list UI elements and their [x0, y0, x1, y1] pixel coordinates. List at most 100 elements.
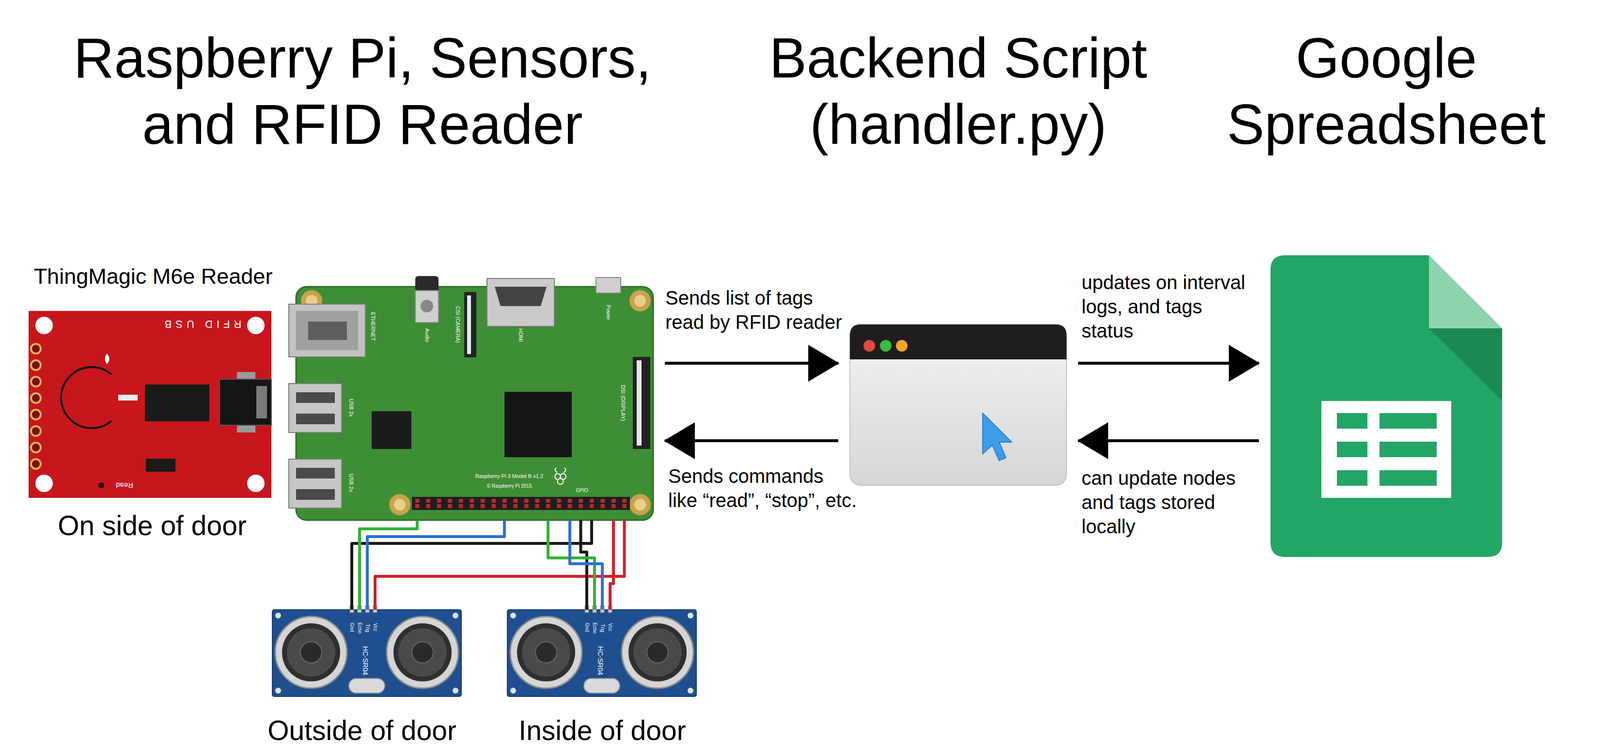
- text-holder: Google Spreadsheet: [1192, 25, 1581, 158]
- usb-port: [288, 383, 342, 433]
- spreadsheet-icon-art: [1270, 255, 1503, 558]
- location-caption: On side of door: [57, 509, 247, 543]
- ground-wire: [351, 520, 592, 611]
- audio-jack: [415, 276, 439, 323]
- rfid-reader-art: [236, 425, 256, 433]
- text-holder: On side of door: [57, 509, 247, 543]
- spreadsheet-icon-art: [1379, 470, 1437, 487]
- hdmi-port: [494, 286, 547, 307]
- rfid-reader-art: [118, 394, 138, 401]
- spreadsheet-icon: Google Spreadsheet: [1270, 255, 1503, 558]
- text-holder: Gnd: [348, 623, 355, 633]
- edge-label: updates on interval logs, and tags statu…: [1081, 270, 1249, 344]
- pin-label: Gnd: [583, 623, 590, 633]
- usb-port: [296, 392, 335, 404]
- trigger-wire: [569, 520, 603, 611]
- location-caption: Inside of door: [518, 714, 686, 748]
- data-arrow: [664, 439, 839, 443]
- display-connector: [632, 357, 651, 450]
- rfid-reader-art: [247, 474, 265, 493]
- text-holder: GPIO: [575, 487, 588, 494]
- ethernet-port: [308, 321, 347, 341]
- board-print: RFID USB: [160, 317, 242, 331]
- gpio-header: [411, 497, 630, 511]
- text-holder: ThingMagic M6e Reader: [33, 263, 273, 290]
- spreadsheet-icon-art: [1336, 413, 1368, 429]
- display-connector: [636, 360, 642, 446]
- raspberry-logo: [554, 468, 566, 473]
- board-print: CSI (CAMERA): [454, 306, 461, 344]
- board-print: GPIO: [575, 487, 588, 494]
- raspberry-pi-board: ETHERNET Audio CSI (CAMERA) HDMI PowerUSB 2x…: [296, 286, 654, 521]
- script-window-icon: [863, 340, 876, 352]
- raspberry-logo: [554, 468, 566, 485]
- usb-port: [296, 413, 335, 425]
- spreadsheet-icon-art: [1428, 255, 1503, 329]
- usb-port: [288, 459, 342, 509]
- text-holder: Read: [115, 481, 134, 490]
- text-holder: Sends commands like “read”, “stop”, etc.: [668, 464, 872, 513]
- mount-hole: [389, 494, 411, 516]
- led: [98, 482, 105, 489]
- text-holder: USB 2x: [347, 473, 354, 492]
- board-print: USB 2x: [347, 398, 354, 417]
- raspberry-pi-art: [634, 499, 646, 511]
- chip: [371, 411, 412, 450]
- power-port: [596, 277, 621, 294]
- antenna-symbol: [61, 367, 112, 429]
- camera-connector: [467, 295, 471, 355]
- text-holder: Echo: [591, 623, 598, 635]
- text-holder: Trig: [364, 624, 371, 633]
- board-print: HDMI: [517, 328, 524, 343]
- board-print: Raspberry Pi 3 Model B v1.2: [475, 473, 544, 480]
- text-holder: Trig: [599, 624, 606, 633]
- ethernet-port: [288, 304, 366, 358]
- text-holder: HC-SR04: [361, 646, 370, 676]
- spreadsheet-icon-art: [1321, 401, 1452, 499]
- spreadsheet-icon-art: [1379, 441, 1437, 458]
- text-holder: Gnd: [583, 623, 590, 633]
- text-holder: Inside of door: [518, 714, 686, 748]
- usb-port: [288, 383, 342, 433]
- text-holder: Echo: [356, 623, 363, 635]
- text-holder: Audio: [423, 328, 430, 343]
- script-window-icon: [849, 324, 1067, 486]
- raspberry-pi-art: [296, 286, 654, 521]
- logo-mark: [105, 353, 110, 365]
- text-holder: ETHERNET: [369, 312, 376, 341]
- hdmi-port: [486, 278, 555, 327]
- spreadsheet-icon-art: [1270, 255, 1503, 558]
- column-heading: Backend Script (handler.py): [740, 25, 1177, 158]
- text-holder: Outside of door: [267, 714, 457, 748]
- text-holder: RFID USB: [160, 317, 242, 331]
- camera-connector: [464, 292, 477, 358]
- pin-label: Trig: [599, 624, 606, 633]
- rfid-reader-art: [256, 386, 267, 419]
- board-print: ETHERNET: [369, 312, 376, 341]
- text-holder: CSI (CAMERA): [454, 306, 461, 344]
- board-print: Power: [604, 304, 612, 320]
- usb-port: [296, 489, 335, 501]
- display-connector: [632, 357, 651, 450]
- edge-label: Sends commands like “read”, “stop”, etc.: [668, 464, 872, 513]
- ultrasonic-sensor-art: [272, 606, 462, 697]
- text-holder: HC-SR04: [596, 646, 605, 676]
- mount-hole: [629, 290, 651, 312]
- usb-port: [296, 468, 335, 479]
- backend-script-window: Backend Script (handler.py): [849, 324, 1067, 486]
- spreadsheet-icon-art: [1336, 470, 1368, 487]
- rfid-reader-art: [35, 316, 53, 335]
- ethernet-port: [296, 311, 359, 351]
- text-holder: Vcc: [372, 623, 378, 632]
- board-print: Read: [115, 481, 134, 490]
- pin-label: Gnd: [348, 623, 355, 633]
- pin-label: Trig: [364, 624, 371, 633]
- script-window-icon: [849, 324, 1067, 486]
- part-number: HC-SR04: [596, 646, 605, 676]
- camera-connector: [464, 292, 477, 358]
- processor: [504, 392, 572, 458]
- board-print: © Raspberry Pi 2015: [486, 483, 533, 490]
- text-holder: Sends list of tags read by RFID reader: [665, 285, 855, 335]
- spreadsheet-icon-art: [1336, 441, 1368, 458]
- power-wire: [610, 520, 614, 611]
